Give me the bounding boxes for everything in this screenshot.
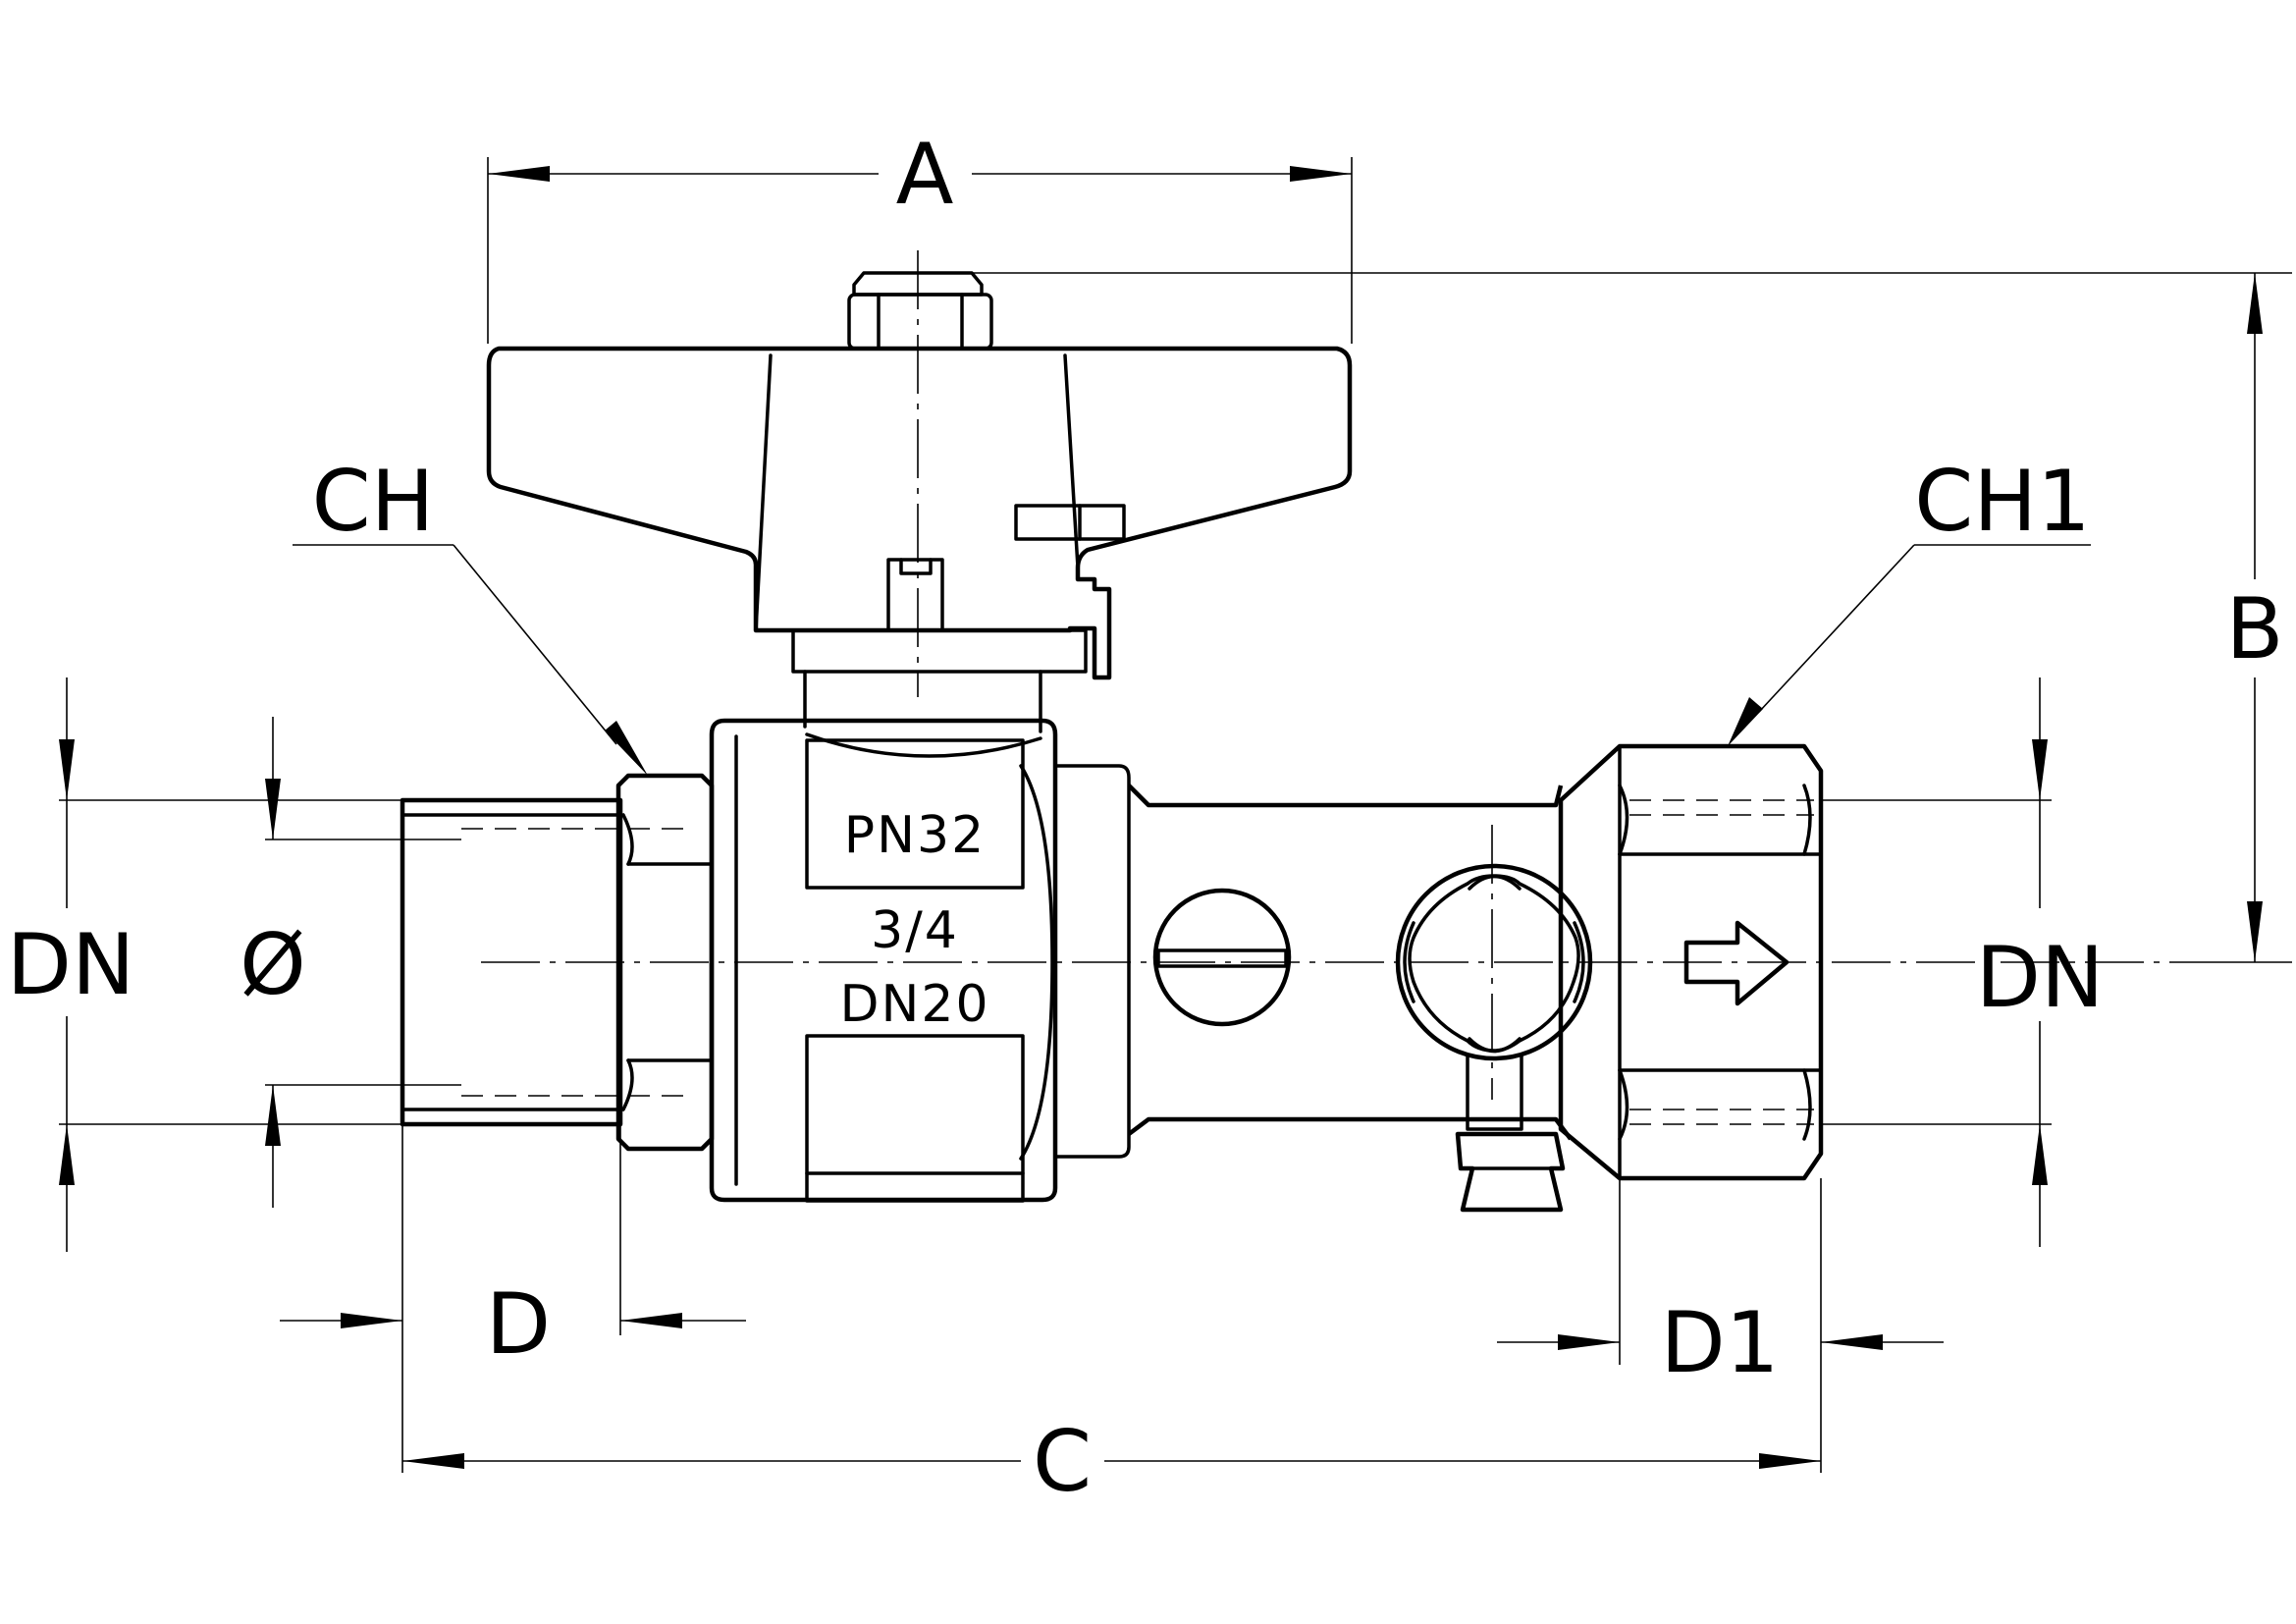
dimension-d1-label: D1 bbox=[1661, 1294, 1780, 1392]
dimension-a-label: A bbox=[896, 126, 954, 224]
dimension-a: A bbox=[487, 126, 1353, 344]
valve-body bbox=[400, 718, 1824, 1213]
dimension-d1: D1 bbox=[1497, 1178, 1944, 1392]
dimension-c: C bbox=[401, 1124, 1822, 1511]
leader-ch: CH bbox=[293, 453, 648, 776]
body-markings: PN32 3/4 DN20 bbox=[839, 806, 989, 1034]
dimension-dn-left-label: DN bbox=[7, 916, 135, 1014]
dimension-diameter: Ø bbox=[240, 717, 461, 1208]
dimension-dn-right: DN bbox=[1821, 677, 2104, 1247]
dimension-d: D bbox=[280, 1124, 746, 1374]
leader-ch1: CH1 bbox=[1728, 453, 2091, 746]
flow-direction-arrow bbox=[1683, 920, 1789, 1006]
leader-ch1-label: CH1 bbox=[1914, 453, 2090, 551]
leader-ch-label: CH bbox=[312, 453, 435, 551]
butterfly-handle bbox=[486, 271, 1353, 733]
pressure-rating-label: PN32 bbox=[844, 806, 986, 865]
dimension-diameter-label: Ø bbox=[240, 916, 306, 1014]
dn-size-label: DN20 bbox=[839, 975, 989, 1034]
dimension-dn-left: DN bbox=[7, 677, 402, 1252]
dimension-dn-right-label: DN bbox=[1976, 929, 2105, 1027]
dimension-b-label: B bbox=[2226, 580, 2284, 678]
dimension-c-label: C bbox=[1033, 1413, 1092, 1511]
center-lines bbox=[481, 250, 2174, 1100]
dimension-d-label: D bbox=[486, 1275, 551, 1374]
inch-size-label: 3/4 bbox=[871, 901, 959, 960]
dimension-b: B bbox=[913, 272, 2292, 963]
